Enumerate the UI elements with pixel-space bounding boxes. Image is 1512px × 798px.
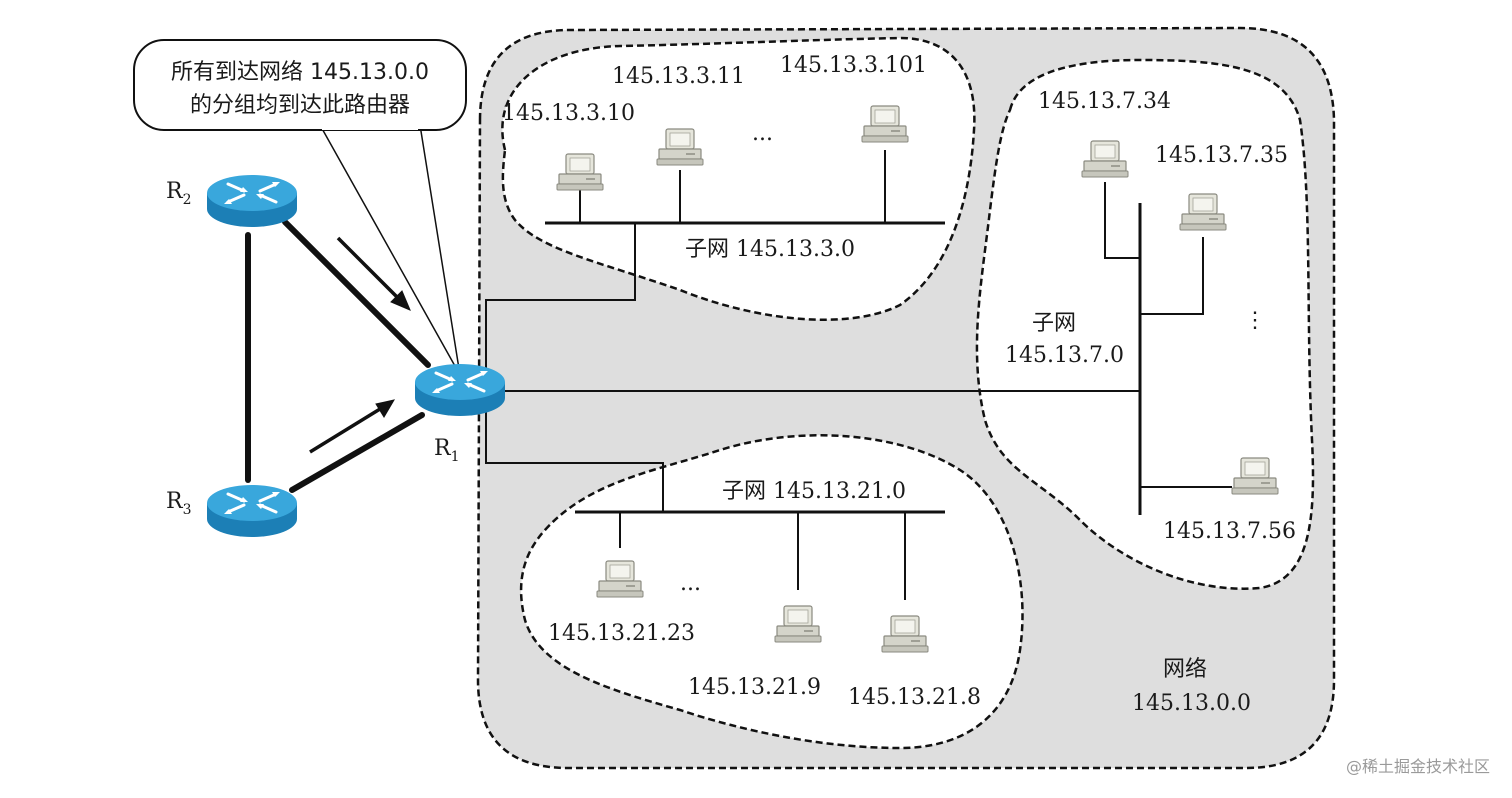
network-label-line1: 网络 [1163,657,1207,682]
host-label: 145.13.3.11 [612,64,745,89]
subnet-21-wiring [485,400,945,600]
router-links [245,219,431,493]
callout-bubble: 所有到达网络 145.13.0.0 的分组均到达此路由器 [133,39,467,376]
subnet-7-wiring [505,182,1232,515]
subnet-7-boundary [975,58,1315,590]
router-r1-icon [413,362,507,418]
direction-arrows [309,236,411,454]
subnet-7-label-line2: 145.13.7.0 [1005,343,1124,368]
host-label: 145.13.7.35 [1155,143,1288,168]
router-r2-label: R2 [166,179,192,208]
ellipsis: ... [680,571,701,596]
subnet-7-label-line1: 子网 [1032,311,1076,336]
host-label: 145.13.21.9 [688,675,821,700]
subnet-3-wiring [485,150,945,380]
ellipsis: ⋮ [1244,308,1266,333]
subnet-3-label: 子网 145.13.3.0 [685,237,855,262]
router-r3-icon [205,483,299,539]
host-label: 145.13.7.34 [1038,89,1171,114]
host-label: 145.13.21.23 [548,621,695,646]
host-label: 145.13.21.8 [848,685,981,710]
callout-line-2: 的分组均到达此路由器 [190,93,410,118]
ellipsis: ... [752,121,773,146]
router-r2-icon [205,173,299,229]
subnet-3-boundary [501,36,976,321]
subnet-21-label: 子网 145.13.21.0 [722,479,906,504]
host-label: 145.13.3.10 [502,101,635,126]
host-label: 145.13.3.101 [780,53,927,78]
callout-line-1: 所有到达网络 145.13.0.0 [171,60,429,85]
router-r3-label: R3 [166,489,192,518]
router-r1-label: R1 [434,436,460,465]
host-label: 145.13.7.56 [1163,519,1296,544]
network-label-line2: 145.13.0.0 [1132,691,1251,716]
watermark: @稀土掘金技术社区 [1346,757,1490,776]
